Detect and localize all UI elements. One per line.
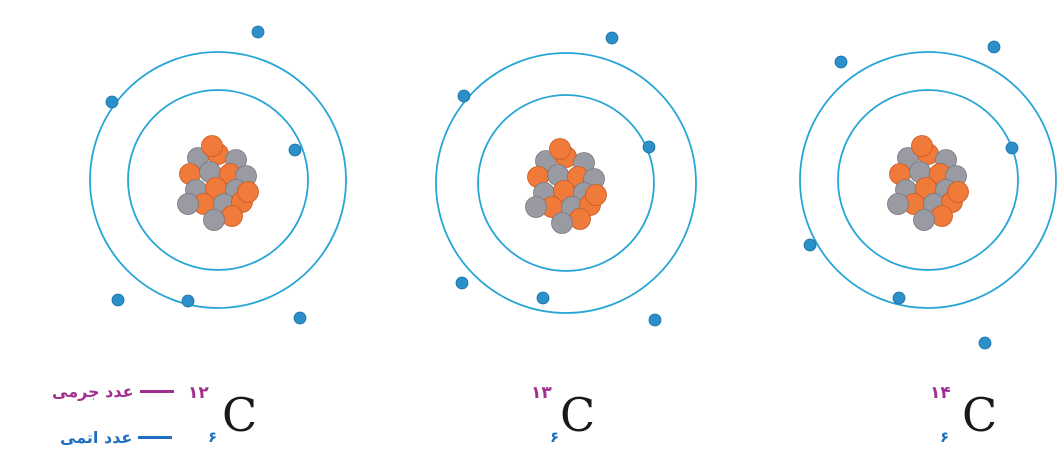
electron [1005, 141, 1019, 155]
neutron [551, 212, 573, 234]
proton [931, 205, 953, 227]
legend-atomic-line [138, 436, 173, 439]
electron [892, 291, 906, 305]
electron [536, 291, 550, 305]
electron [105, 95, 119, 109]
neutron [177, 193, 199, 215]
proton [585, 184, 607, 206]
nucleus [525, 138, 607, 234]
electron [455, 276, 469, 290]
electron [642, 140, 656, 154]
inner-orbit [837, 89, 1019, 271]
element-symbol: C [962, 388, 998, 442]
electron [605, 31, 619, 45]
atom-carbon-13 [435, 31, 697, 327]
inner-orbit [127, 89, 309, 271]
atomic-number: ۶ [550, 428, 560, 446]
mass-number: ۱۴ [930, 383, 951, 403]
nucleus [887, 135, 969, 231]
inner-orbit [477, 94, 655, 272]
atom-carbon-14 [799, 40, 1057, 350]
electron [987, 40, 1001, 54]
atomic-number: ۶ [940, 428, 950, 446]
outer-orbit [435, 52, 697, 314]
legend-atomic-text: عدد اتمی [60, 428, 133, 447]
electron [251, 25, 265, 39]
neutron [913, 209, 935, 231]
legend-mass-text: عدد جرمی [52, 382, 134, 401]
element-symbol: C [222, 388, 258, 442]
neutron [203, 209, 225, 231]
nucleus [177, 135, 259, 231]
outer-orbit [89, 51, 347, 309]
proton [237, 181, 259, 203]
atom-carbon-12 [89, 25, 347, 325]
electron [111, 293, 125, 307]
legend-atomic-number: عدد اتمی [60, 428, 173, 447]
neutron [525, 196, 547, 218]
electron [288, 143, 302, 157]
proton [569, 208, 591, 230]
proton [201, 135, 223, 157]
atomic-number: ۶ [208, 428, 218, 446]
electron [803, 238, 817, 252]
electron [457, 89, 471, 103]
proton [911, 135, 933, 157]
legend-mass-line [139, 390, 174, 393]
proton [549, 138, 571, 160]
legend-mass-number: عدد جرمی [52, 382, 174, 401]
element-symbol: C [560, 388, 596, 442]
electron [648, 313, 662, 327]
proton [221, 205, 243, 227]
electron [293, 311, 307, 325]
mass-number: ۱۲ [188, 383, 209, 403]
electron [181, 294, 195, 308]
outer-orbit [799, 51, 1057, 309]
neutron [887, 193, 909, 215]
electron [834, 55, 848, 69]
mass-number: ۱۳ [531, 383, 552, 403]
proton [947, 181, 969, 203]
electron [978, 336, 992, 350]
